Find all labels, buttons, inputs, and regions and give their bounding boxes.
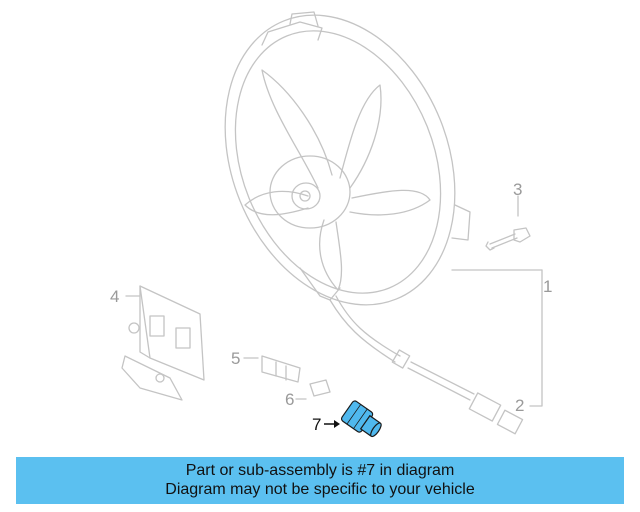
callout-1: 1 [543,277,553,296]
callout-5: 5 [231,349,241,368]
banner-line-1: Part or sub-assembly is #7 in diagram [185,462,455,479]
clip-part [309,379,331,397]
parts-diagram [121,11,543,438]
switch-part [261,355,301,383]
bolt-part [485,227,531,251]
callout-7: 7 [312,415,322,434]
callout-3: 3 [513,180,523,199]
fan-shroud-part [224,11,543,306]
fan-wire-harness [329,295,524,435]
info-banner: Part or sub-assembly is #7 in diagram Di… [16,457,624,504]
callout-2: 2 [515,396,525,415]
callout-6: 6 [285,390,295,409]
callout-4: 4 [110,287,120,306]
highlighted-part-7 [324,400,382,438]
bracket-part [121,285,205,401]
banner-line-2: Diagram may not be specific to your vehi… [165,481,475,498]
